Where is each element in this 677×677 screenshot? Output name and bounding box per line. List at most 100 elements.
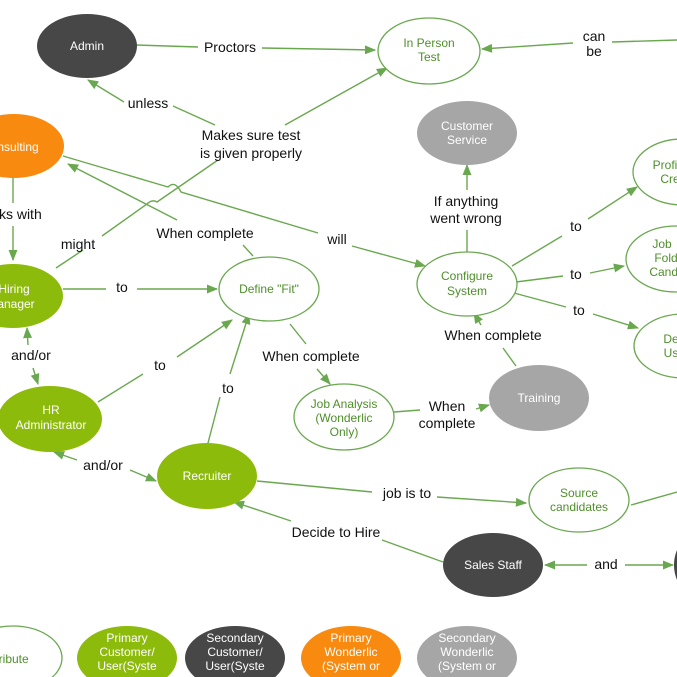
- edge-source-offscreen: [630, 491, 677, 506]
- edge-admin-proctors: [135, 44, 199, 48]
- edge-consulting-will: [62, 155, 319, 234]
- edge-hr-admin-to: [97, 373, 144, 403]
- label-to-folder: to: [570, 266, 582, 282]
- label-to-profile: to: [570, 218, 582, 234]
- label-to-users: to: [573, 302, 585, 318]
- label-decide-to-hire: Decide to Hire: [292, 524, 381, 540]
- node-recruiter[interactable]: Recruiter: [157, 443, 257, 509]
- label-and-or-1: and/or: [11, 347, 51, 363]
- label-and-or-2: and/or: [83, 457, 123, 473]
- legend-attribute: tribute: [0, 625, 63, 677]
- edge-hiring-manager-might: [55, 249, 84, 269]
- label-and: and: [594, 556, 617, 572]
- node-training[interactable]: Training: [489, 365, 589, 431]
- node-job-folder[interactable]: JobFoldCandi: [625, 225, 677, 293]
- svg-text:Recruiter: Recruiter: [183, 469, 232, 483]
- svg-text:Sales Staff: Sales Staff: [464, 558, 522, 572]
- edge-proctors-in-person-test: [261, 45, 377, 55]
- label-works-with: rks with: [0, 206, 42, 222]
- label-to-hm-fit: to: [116, 279, 128, 295]
- svg-text:tribute: tribute: [0, 652, 29, 666]
- edge-recruiter-to: [207, 396, 221, 444]
- edge-to-users: [592, 313, 640, 330]
- node-offscreen-dark: [674, 550, 677, 580]
- edge-configure-to-profile: [511, 235, 563, 267]
- edge-makes-sure-in-person-test: [284, 67, 388, 126]
- edge-job-analysis-when-complete: [393, 409, 421, 413]
- edge-will-configure-system: [351, 245, 427, 268]
- label-will: will: [326, 231, 346, 247]
- svg-text:Admin: Admin: [70, 39, 104, 53]
- edge-sales-staff-decide: [381, 539, 444, 563]
- edge-can-be-in-person-test: [480, 42, 574, 53]
- edge-hr-admin-and-or: [52, 451, 78, 461]
- svg-text:JobFoldCandi: JobFoldCandi: [649, 237, 677, 279]
- edge-when-complete-training: [475, 403, 491, 413]
- edge-define-fit-when-complete: [242, 244, 254, 257]
- edge-when-complete-job-analysis: [316, 368, 331, 385]
- edge-unless-admin: [87, 79, 125, 103]
- node-admin[interactable]: Admin: [37, 14, 137, 78]
- edge-and-or-hiring-manager: [23, 326, 33, 346]
- label-might: might: [61, 236, 95, 252]
- edge-configure-to-folder: [515, 275, 564, 283]
- edge-define-fit-when-complete-2: [289, 323, 307, 345]
- label-unless: unless: [128, 95, 168, 111]
- label-proctors: Proctors: [204, 39, 256, 55]
- edges: [8, 39, 677, 570]
- node-sales-staff[interactable]: Sales Staff: [443, 533, 543, 597]
- edge-offscreen-can-be: [611, 39, 677, 43]
- label-to-hr-fit: to: [154, 357, 166, 373]
- label-to-rec-fit: to: [222, 380, 234, 396]
- node-define-fit[interactable]: Define "Fit": [218, 256, 320, 322]
- edge-to-define-fit-hr: [176, 319, 233, 358]
- edge-recruiter-job-is-to: [256, 480, 373, 493]
- label-when-complete-fit: When complete: [262, 348, 359, 364]
- edge-and-or-hr-admin: [30, 367, 40, 386]
- edge-configure-to-users: [513, 292, 567, 308]
- node-consulting[interactable]: nsulting: [0, 114, 64, 178]
- label-when-complete-training: When complete: [444, 327, 541, 343]
- svg-text:nsulting: nsulting: [0, 140, 39, 154]
- edge-to-profile: [587, 186, 638, 220]
- svg-text:Training: Training: [518, 391, 561, 405]
- edge-and-or-recruiter: [129, 469, 158, 482]
- edge-job-is-to-source: [436, 496, 528, 507]
- edge-to-folder: [589, 263, 626, 274]
- label-when-complete-top: When complete: [156, 225, 253, 241]
- svg-text:Define "Fit": Define "Fit": [239, 282, 299, 296]
